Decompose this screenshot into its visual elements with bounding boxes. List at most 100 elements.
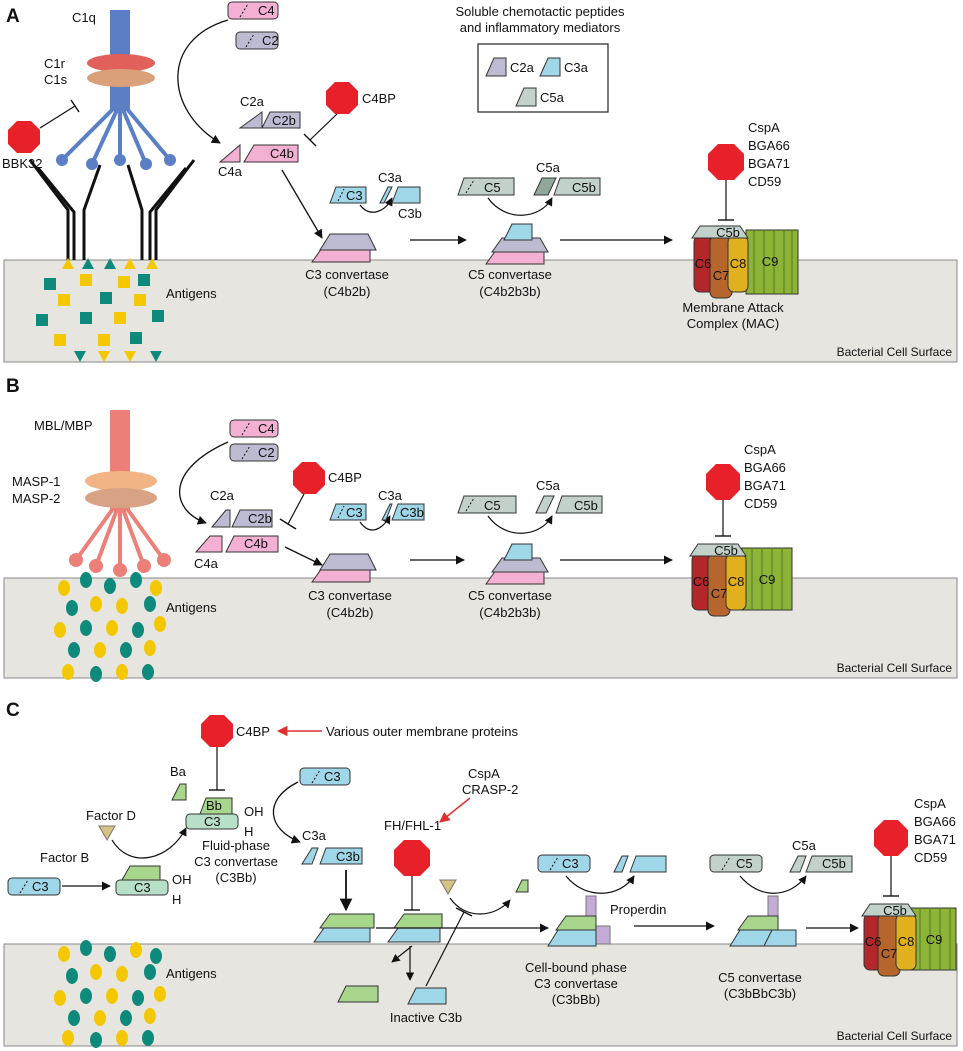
antigen-square-icon xyxy=(130,332,142,344)
antigens-label: Antigens xyxy=(166,600,217,615)
inhibitor-bga66: BGA66 xyxy=(744,460,786,475)
antigen-square-icon xyxy=(152,310,164,322)
c3a-label: C3a xyxy=(378,488,403,503)
c3-convertase-label: C3 convertase xyxy=(308,588,392,603)
surface-label: Bacterial Cell Surface xyxy=(837,661,953,675)
antigen-square-icon xyxy=(98,334,110,346)
antigen-square-icon xyxy=(100,292,112,304)
antigen-oval-icon xyxy=(130,572,142,588)
membrane-attack-complex xyxy=(691,225,799,299)
antigen-oval-icon xyxy=(80,940,92,956)
mac-c5b-label: C5b xyxy=(714,543,738,558)
c4b-fragment: C4b xyxy=(243,144,299,163)
mac-c7-label: C7 xyxy=(713,268,730,283)
antigen-square-icon xyxy=(54,334,66,346)
c4bp-inhibitor-icon xyxy=(201,715,233,747)
antigen-triangle-icon xyxy=(82,258,94,269)
c5-convertase-subtitle: (C4b2b3b) xyxy=(479,605,540,620)
antigen-square-icon xyxy=(80,312,92,324)
mbl-label: MBL/MBP xyxy=(34,418,93,433)
antigen-square-icon xyxy=(44,278,56,290)
c3-molecule: C3 xyxy=(329,503,367,521)
inhibitor-bga71: BGA71 xyxy=(748,156,790,171)
inhibitor-bga66: BGA66 xyxy=(748,138,790,153)
fluid-phase-c3-convertase xyxy=(185,797,239,830)
antigen-oval-icon xyxy=(90,1032,102,1048)
c4bp-label: C4BP xyxy=(362,91,396,106)
antigen-triangle-icon xyxy=(104,258,116,269)
c4bp-inhibitor-icon xyxy=(326,82,358,114)
c3a-fragment xyxy=(379,186,393,204)
c5a-fragment xyxy=(535,495,555,514)
antigen-oval-icon xyxy=(58,946,70,962)
mac-inhibitor-icon xyxy=(708,144,744,180)
c1q-complex xyxy=(60,10,172,165)
mac-c5b-label: C5b xyxy=(716,225,740,240)
mbl-heads xyxy=(69,553,171,577)
c4a-label: C4a xyxy=(218,164,243,179)
mac-c8-label: C8 xyxy=(898,934,915,949)
c5-molecule: C5 xyxy=(457,495,517,514)
svg-text:C2b: C2b xyxy=(248,511,272,526)
antigen-square-icon xyxy=(58,294,70,306)
antigen-oval-icon xyxy=(66,600,78,616)
mac-c6-label: C6 xyxy=(695,256,712,271)
antigen-oval-icon xyxy=(130,942,142,958)
bbk32-label: BBK32 xyxy=(2,156,42,171)
legend-title-line1: Soluble chemotactic peptides xyxy=(455,4,625,19)
c1s-disc xyxy=(87,69,155,87)
antigen-oval-icon xyxy=(120,1010,132,1026)
mac-label-line2: Complex (MAC) xyxy=(687,316,779,331)
c5a-label: C5a xyxy=(792,838,817,853)
svg-text:C4: C4 xyxy=(258,421,275,436)
antigen-oval-icon xyxy=(116,664,128,680)
c5-convertase-complex xyxy=(485,543,549,585)
legend-c2a-label: C2a xyxy=(510,60,535,75)
svg-text:C3: C3 xyxy=(346,505,363,520)
factor-b-label: Factor B xyxy=(40,850,89,865)
fh-label: FH/FHL-1 xyxy=(384,818,441,833)
svg-text:C4b: C4b xyxy=(244,536,268,551)
panel-letter-b: B xyxy=(6,376,20,397)
c3-molecule: C3 xyxy=(329,186,367,204)
mac-c8-label: C8 xyxy=(730,256,747,271)
c3-tickover-molecule: C3 xyxy=(7,877,61,896)
c4a-label: C4a xyxy=(194,556,219,571)
panel-letter-a: A xyxy=(6,6,20,27)
c5-convertase-label: C5 convertase xyxy=(468,267,552,282)
c5b-fragment: C5b xyxy=(555,495,603,514)
antigen-oval-icon xyxy=(80,988,92,1004)
cell-bound-c3-convertase xyxy=(547,895,611,947)
c5a-label: C5a xyxy=(536,160,561,175)
antigen-oval-icon xyxy=(90,964,102,980)
antigen-triangle-icon xyxy=(124,258,136,269)
antigen-oval-icon xyxy=(66,968,78,984)
masp2-disc xyxy=(85,488,157,508)
c5-molecule: C5 xyxy=(457,177,515,196)
antigen-oval-icon xyxy=(116,598,128,614)
c3a-fragment xyxy=(613,855,629,873)
legend-c5a-swatch xyxy=(515,87,537,107)
factor-d-icon xyxy=(98,825,116,842)
antigen-oval-icon xyxy=(94,642,106,658)
c2-molecule: C2 xyxy=(235,31,279,50)
svg-text:C5: C5 xyxy=(484,180,501,195)
c3a-label: C3a xyxy=(302,828,327,843)
c2a-label: C2a xyxy=(240,94,265,109)
c5b-fragment: C5b xyxy=(805,855,853,873)
panel-a-classical-pathway: A Bacterial Cell Surface C1q C1r C1s BBK… xyxy=(2,1,958,363)
c4-molecule: C4 xyxy=(229,419,279,438)
antigen-oval-icon xyxy=(68,642,80,658)
svg-text:C4b: C4b xyxy=(270,146,294,161)
released-bb-fragment xyxy=(337,985,379,1003)
c4bp-label: C4BP xyxy=(236,724,270,739)
c4-molecule: C4 xyxy=(227,1,279,20)
mediator-legend-box xyxy=(477,43,609,113)
antigen-oval-icon xyxy=(106,988,118,1004)
c5a-fragment xyxy=(789,855,807,873)
c5a-fragment xyxy=(533,177,557,196)
svg-text:C2b: C2b xyxy=(272,113,296,128)
legend-c3a-label: C3a xyxy=(564,60,589,75)
antigen-square-icon xyxy=(36,314,48,326)
mac-c7-label: C7 xyxy=(881,946,898,961)
